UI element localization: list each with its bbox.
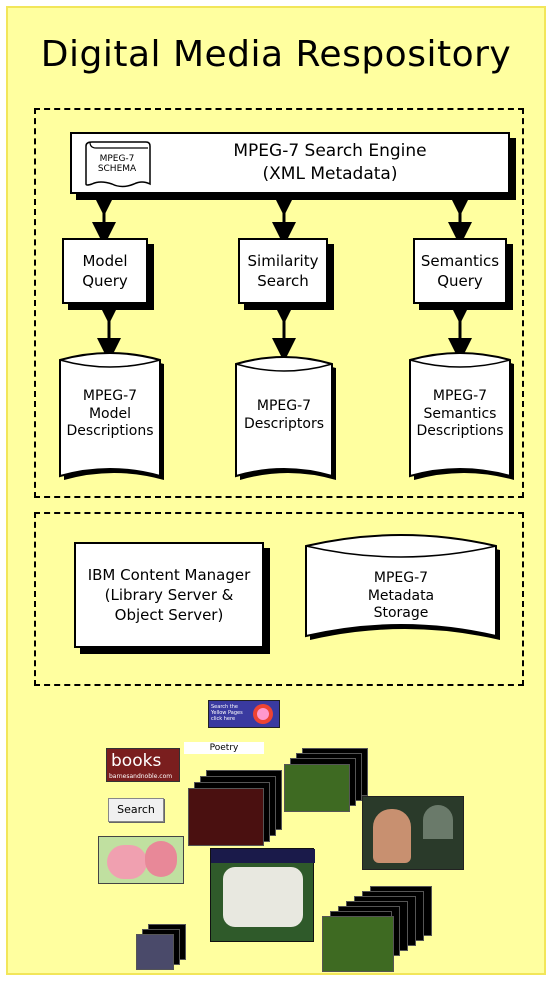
storage-layer-region (34, 512, 524, 686)
portrait-photo (362, 796, 464, 870)
content-manager-box: IBM Content Manager (Library Server & Ob… (74, 542, 264, 648)
semantics-descriptions-store: MPEG-7 Semantics Descriptions (404, 352, 516, 484)
semantics-query-line1: Semantics (420, 251, 500, 270)
similarity-search-line2: Search (257, 272, 309, 290)
photo-stack-soccer (284, 748, 368, 812)
content-manager-line2: (Library Server & (104, 585, 234, 604)
books-text: books (111, 751, 162, 771)
poetry-label: Poetry (184, 742, 264, 754)
engine-title: MPEG-7 Search Engine (233, 141, 427, 162)
metadata-storage-line1: MPEG-7 (373, 570, 429, 586)
yellow-pages-text: Search the Yellow Pages click here (211, 704, 243, 722)
similarity-search-box: Similarity Search (238, 238, 328, 304)
semantics-query-box: Semantics Query (413, 238, 507, 304)
team-celebration-photo (210, 848, 315, 942)
hand-icon (253, 704, 273, 724)
descriptors-store-line2: Descriptors (243, 415, 325, 432)
semantics-store-line3: Descriptions (416, 423, 504, 439)
engine-subtitle: (XML Metadata) (262, 164, 398, 184)
model-query-line1: Model (82, 251, 128, 270)
descriptors-store-line1: MPEG-7 (256, 398, 312, 414)
yellow-pages-banner: Search the Yellow Pages click here (208, 700, 280, 728)
similarity-search-line1: Similarity (247, 251, 319, 270)
semantics-store-line2: Semantics (423, 405, 497, 422)
search-button-image: Search (108, 798, 164, 822)
connector-arrows (92, 192, 472, 362)
semantics-query-line2: Query (437, 272, 483, 290)
diagram-canvas: Digital Media Respository MPEG-7 Search … (6, 6, 546, 975)
schema-label-2: SCHEMA (97, 164, 137, 175)
model-query-line2: Query (82, 272, 128, 290)
metadata-storage-line2: Metadata (367, 587, 435, 604)
photo-stack-small (136, 924, 186, 970)
descriptors-store: MPEG-7 Descriptors (230, 356, 338, 484)
semantics-store-line1: MPEG-7 (432, 388, 488, 404)
content-manager-line1: IBM Content Manager (87, 565, 251, 584)
photo-stack-people (188, 770, 282, 846)
schema-label-1: MPEG-7 (99, 154, 135, 164)
metadata-storage-store: MPEG-7 Metadata Storage (300, 532, 502, 652)
model-descriptions-store: MPEG-7 Model Descriptions (54, 352, 166, 484)
photo-stack-soccer-bottom (322, 886, 432, 976)
content-manager-line3: Object Server) (114, 606, 224, 625)
model-store-line1: MPEG-7 (82, 388, 138, 404)
metadata-storage-line3: Storage (373, 605, 429, 621)
model-store-line3: Descriptions (66, 423, 154, 439)
books-site-text: barnesandnoble.com (109, 773, 173, 780)
schema-document-icon: MPEG-7 SCHEMA (82, 140, 152, 190)
diagram-title: Digital Media Respository (40, 34, 512, 75)
model-store-line2: Model (88, 405, 132, 422)
books-banner: books barnesandnoble.com (106, 748, 180, 782)
cartoon-photo (98, 836, 184, 884)
model-query-box: Model Query (62, 238, 148, 304)
search-layer-region (34, 108, 524, 498)
